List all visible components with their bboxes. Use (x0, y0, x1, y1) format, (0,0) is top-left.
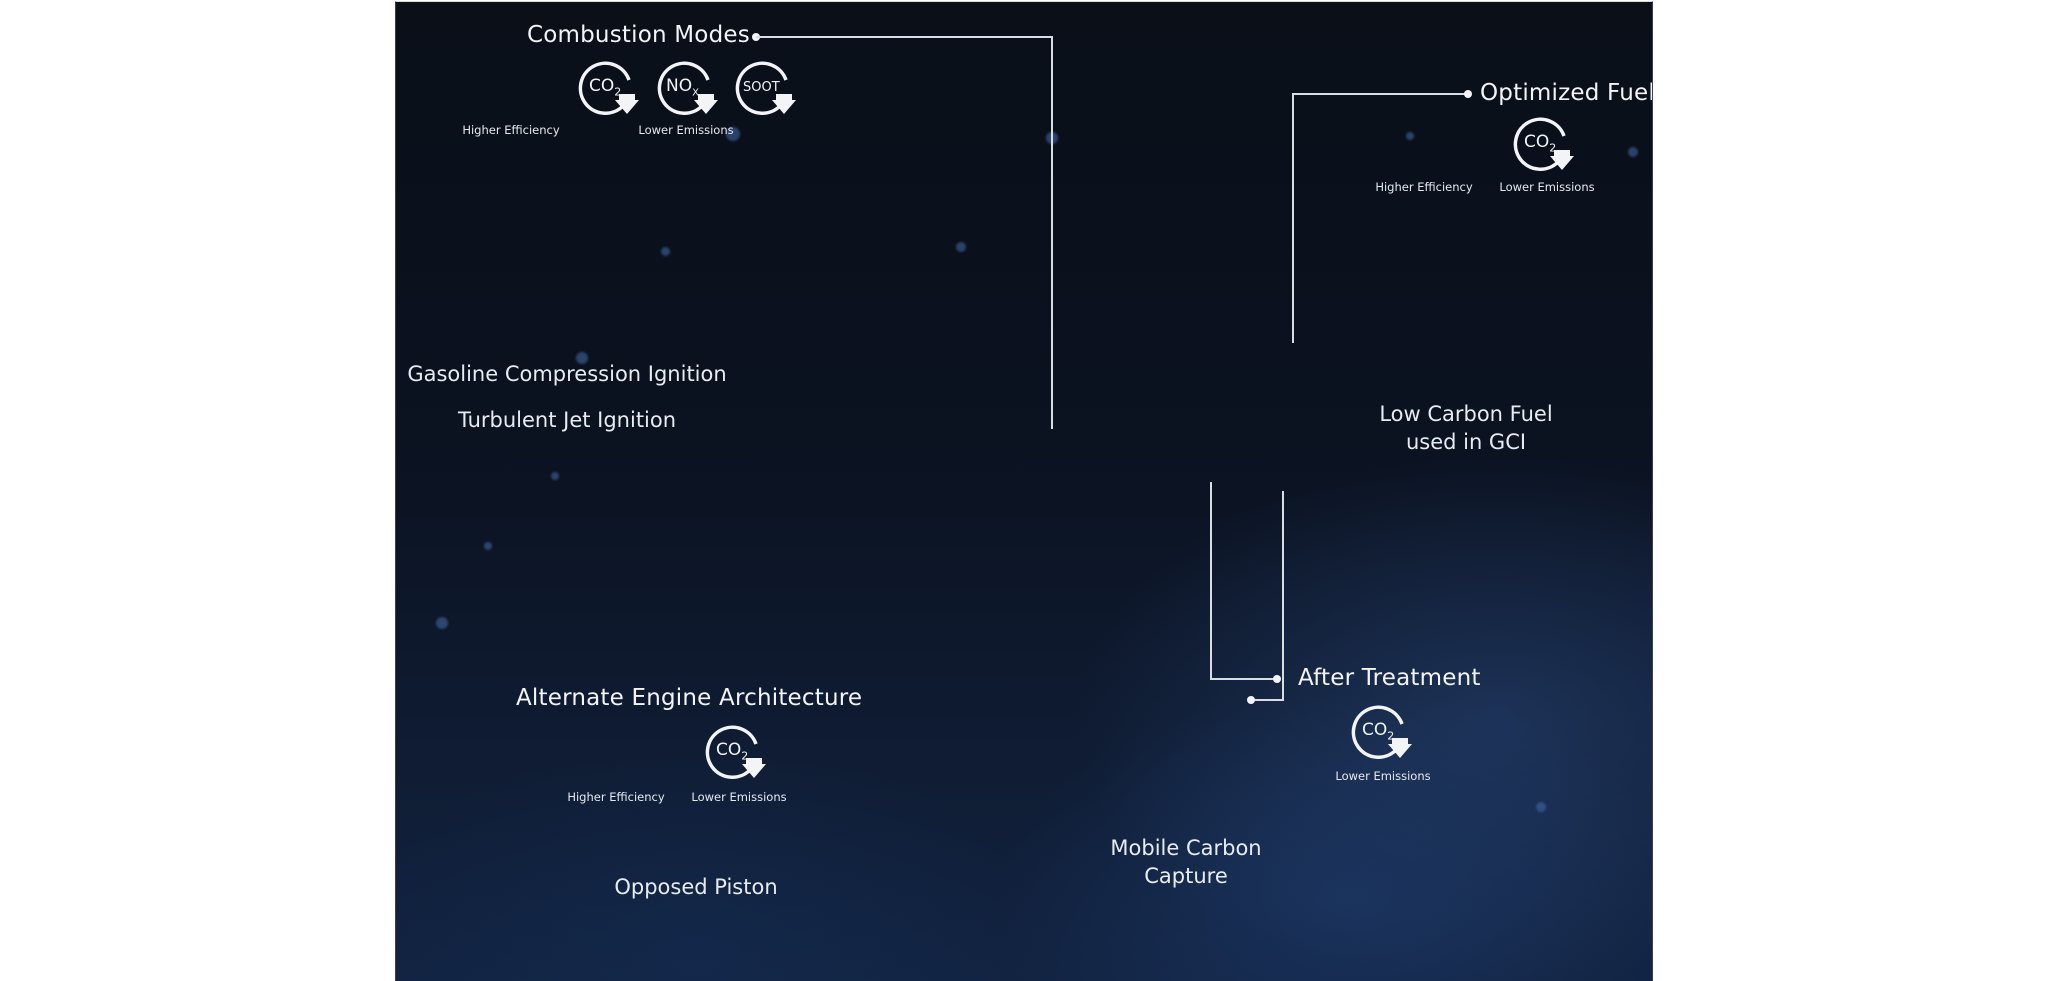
star-decoration (551, 472, 559, 480)
leader-line (1210, 678, 1276, 680)
leader-line (756, 36, 1053, 38)
after-treatment-title: After Treatment (1298, 665, 1481, 691)
co2-text: CO (716, 740, 742, 760)
opposed-piston-caption: Opposed Piston (614, 875, 778, 899)
co2-subscript: 2 (1549, 141, 1557, 155)
leader-dot (1247, 696, 1255, 704)
leader-dot (1273, 675, 1281, 683)
mobile-carbon-capture-caption-line1: Mobile Carbon (1110, 836, 1262, 860)
leader-dot (1464, 90, 1472, 98)
star-decoration (956, 242, 966, 252)
alternate-engine-title: Alternate Engine Architecture (516, 685, 863, 711)
nox-down-icon: NOX (657, 60, 718, 120)
co2-subscript: 2 (614, 85, 622, 99)
co2-text: CO (1362, 720, 1388, 740)
star-decoration (661, 247, 670, 256)
nox-text: NO (666, 76, 693, 96)
star-decoration (726, 127, 740, 141)
infographic-frame: Combustion Modes Higher Efficiency CO2 N… (395, 1, 1653, 981)
co2-down-icon: CO2 (1351, 704, 1412, 764)
leader-line (1210, 482, 1212, 680)
star-decoration (1406, 132, 1414, 140)
lower-emissions-label: Lower Emissions (1499, 180, 1595, 194)
lower-emissions-label: Lower Emissions (691, 790, 787, 804)
optimized-fuel-title: Optimized Fuel (1480, 80, 1653, 106)
co2-text: CO (1524, 132, 1550, 152)
co2-subscript: 2 (741, 749, 749, 763)
star-decoration (1628, 147, 1638, 157)
leader-line (1292, 93, 1294, 343)
soot-text: SOOT (743, 80, 780, 95)
leader-line (1252, 699, 1284, 701)
star-decoration (1536, 802, 1546, 812)
mobile-carbon-capture-caption-line2: Capture (1144, 864, 1228, 888)
lower-emissions-label: Lower Emissions (1335, 769, 1431, 783)
star-decoration (484, 542, 492, 550)
co2-subscript: 2 (1387, 729, 1395, 743)
nox-subscript: X (692, 87, 699, 99)
higher-efficiency-label: Higher Efficiency (567, 790, 665, 804)
tji-caption: Turbulent Jet Ignition (457, 408, 677, 432)
higher-efficiency-label: Higher Efficiency (462, 123, 560, 137)
leader-line (1282, 491, 1284, 701)
higher-efficiency-label: Higher Efficiency (1375, 180, 1473, 194)
gci-caption: Gasoline Compression Ignition (407, 362, 727, 386)
co2-down-icon: CO2 (578, 60, 639, 120)
lower-emissions-label: Lower Emissions (638, 123, 734, 137)
leader-line (1292, 93, 1468, 95)
star-decoration (436, 617, 448, 629)
leader-line (1051, 36, 1053, 429)
co2-down-icon: CO2 (705, 724, 766, 784)
low-carbon-fuel-caption-line1: Low Carbon Fuel (1379, 402, 1553, 426)
soot-down-icon: SOOT (735, 60, 796, 120)
star-decoration (576, 352, 588, 364)
co2-text: CO (589, 76, 615, 96)
co2-down-icon: CO2 (1513, 116, 1574, 176)
low-carbon-fuel-caption-line2: used in GCI (1405, 430, 1527, 454)
combustion-modes-title: Combustion Modes (527, 22, 750, 48)
